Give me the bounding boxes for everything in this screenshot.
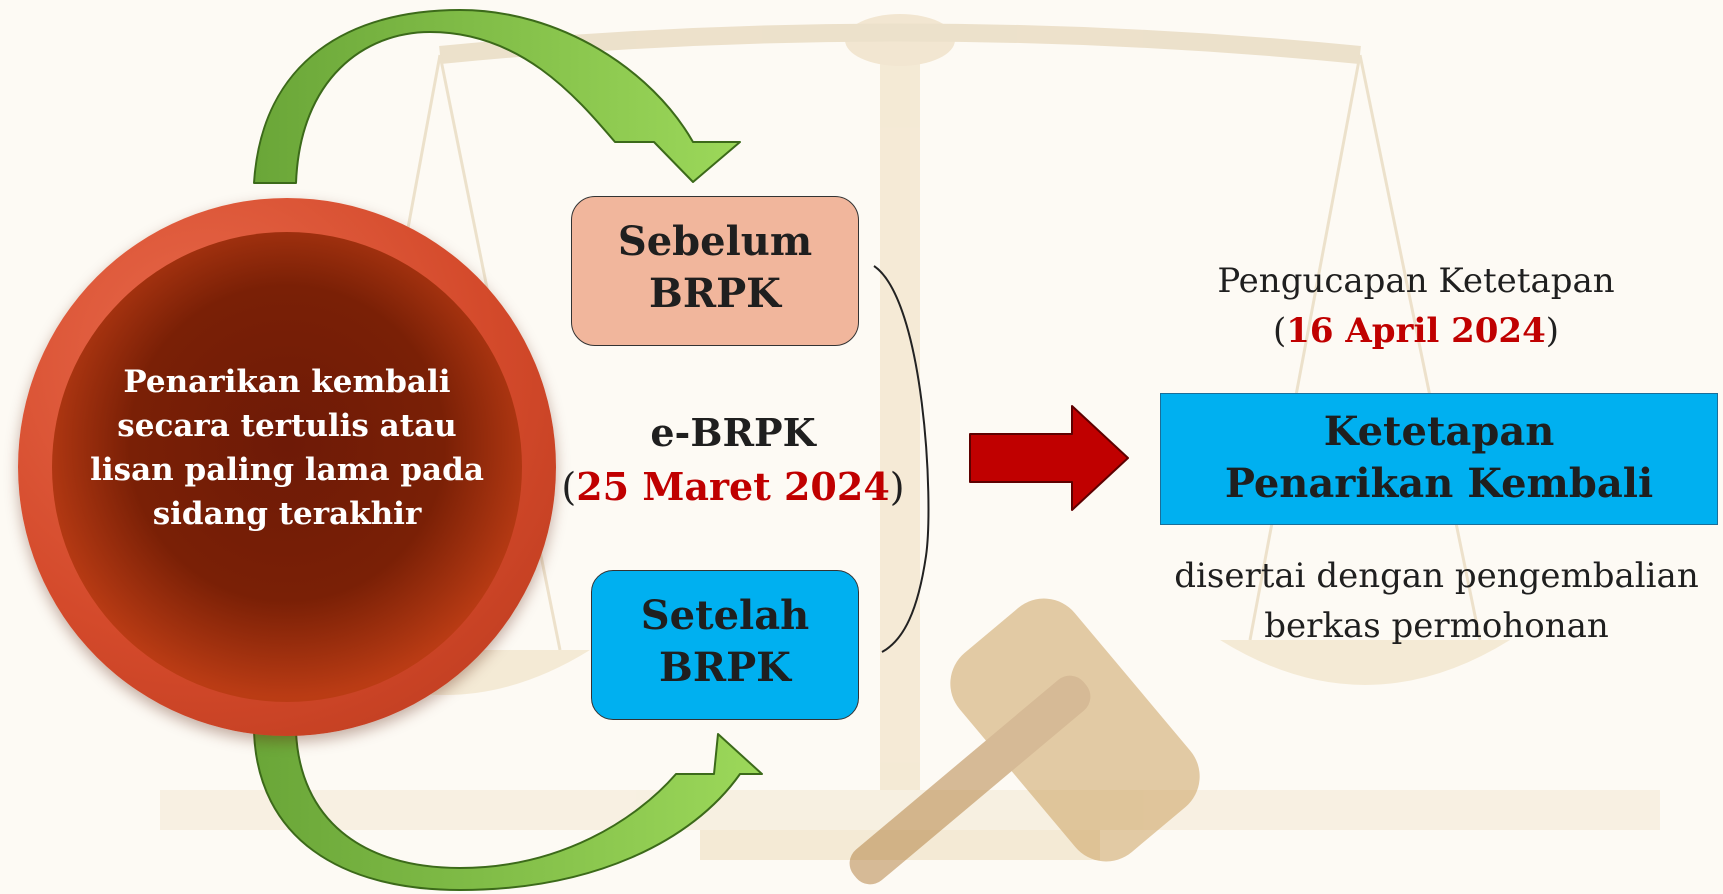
pronouncement-text: Pengucapan Ketetapan bbox=[1217, 261, 1615, 301]
circle-line-2: secara tertulis atau bbox=[117, 408, 457, 444]
pronouncement-label: Pengucapan Ketetapan (16 April 2024) bbox=[1176, 256, 1656, 356]
ketetapan-line-1: Ketetapan bbox=[1323, 408, 1555, 455]
after-brpk-line-1: Setelah bbox=[640, 592, 810, 639]
return-note-line-2: berkas permohonan bbox=[1264, 606, 1609, 646]
withdrawal-circle-inner bbox=[52, 232, 522, 702]
withdrawal-circle-text: Penarikan kembali secara tertulis atau l… bbox=[58, 360, 516, 536]
gavel-background bbox=[849, 598, 1200, 885]
ebrpk-date: 25 Maret 2024 bbox=[576, 464, 890, 509]
bottom-curved-arrow bbox=[253, 731, 763, 891]
pronouncement-paren-close: ) bbox=[1545, 311, 1560, 351]
ebrpk-paren-open: ( bbox=[561, 465, 577, 509]
withdrawal-circle bbox=[18, 198, 556, 736]
pronouncement-date: 16 April 2024 bbox=[1286, 311, 1546, 351]
circle-line-3: lisan paling lama pada bbox=[90, 452, 484, 488]
return-note: disertai dengan pengembalian berkas perm… bbox=[1150, 551, 1723, 651]
before-brpk-box: Sebelum BRPK bbox=[571, 196, 859, 346]
before-brpk-line-2: BRPK bbox=[649, 270, 781, 317]
red-right-arrow bbox=[969, 405, 1129, 511]
pronouncement-paren-open: ( bbox=[1272, 311, 1287, 351]
circle-line-1: Penarikan kembali bbox=[123, 364, 451, 400]
ebrpk-date-line: (25 Maret 2024) bbox=[560, 460, 906, 514]
pronouncement-date-line: (16 April 2024) bbox=[1176, 306, 1656, 356]
circle-line-4: sidang terakhir bbox=[152, 496, 422, 532]
before-brpk-line-1: Sebelum bbox=[617, 218, 813, 265]
return-note-line-1: disertai dengan pengembalian bbox=[1174, 556, 1699, 596]
ebrpk-title: e-BRPK bbox=[650, 410, 816, 455]
ketetapan-line-2: Penarikan Kembali bbox=[1224, 460, 1654, 507]
ebrpk-paren-close: ) bbox=[889, 465, 905, 509]
top-curved-arrow bbox=[253, 9, 741, 184]
ketetapan-box: Ketetapan Penarikan Kembali bbox=[1160, 393, 1718, 525]
ebrpk-label: e-BRPK (25 Maret 2024) bbox=[560, 406, 906, 514]
after-brpk-box: Setelah BRPK bbox=[591, 570, 859, 720]
after-brpk-line-2: BRPK bbox=[659, 644, 791, 691]
bracket-curve bbox=[873, 265, 930, 653]
